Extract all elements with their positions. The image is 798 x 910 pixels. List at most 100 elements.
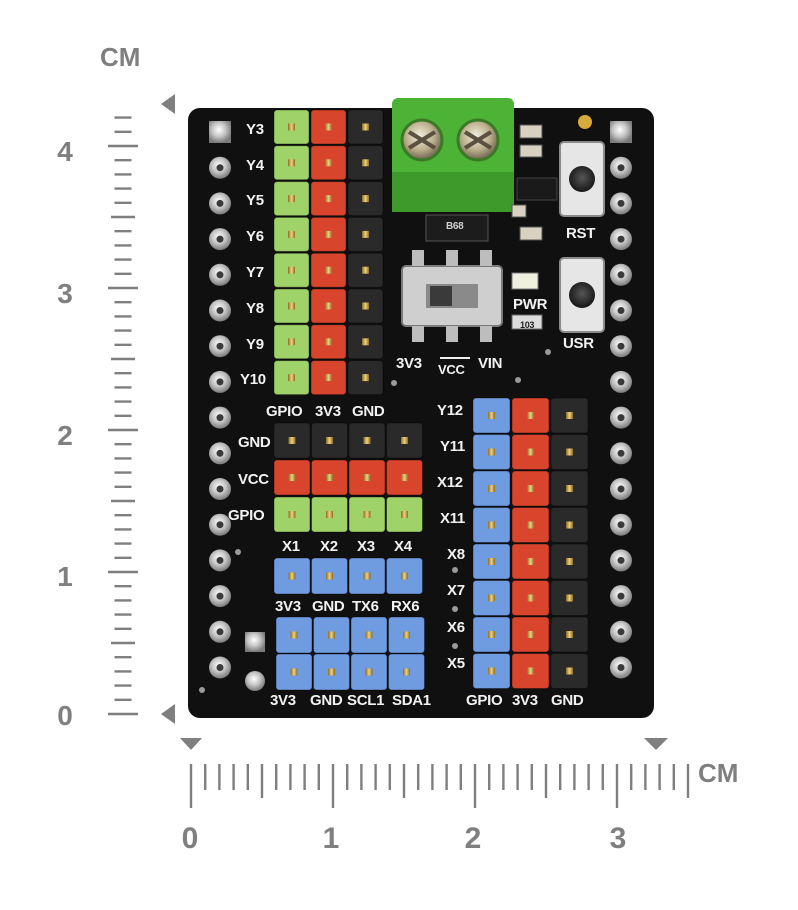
silk-label-x5: X5 <box>447 655 465 672</box>
via <box>545 349 551 355</box>
silk-label-x3: X3 <box>357 538 375 555</box>
via <box>452 643 458 649</box>
silk-label-y3: Y3 <box>246 121 264 138</box>
silk-label-usr: USR <box>563 335 594 352</box>
header-pin <box>527 667 534 675</box>
silk-label-uart-3v3: 3V3 <box>275 598 301 615</box>
smd-capacitor <box>519 144 543 158</box>
silk-label-y9: Y9 <box>246 336 264 353</box>
silk-label-x4: X4 <box>394 538 412 555</box>
header-pin <box>566 667 573 675</box>
silk-label-x7: X7 <box>447 582 465 599</box>
header-pin <box>290 631 298 639</box>
header-pin <box>288 572 296 580</box>
ruler-marker-arrow <box>161 704 175 724</box>
header-pin <box>365 631 373 639</box>
fiducial-mark <box>578 115 592 129</box>
header-pin <box>362 302 369 310</box>
button-cap <box>569 166 595 192</box>
pad-hole <box>216 592 224 600</box>
silk-label-right-col-gnd: GND <box>551 692 584 709</box>
header-pin <box>488 631 495 638</box>
header-pin <box>527 594 534 602</box>
silk-label-uart-rx6: RX6 <box>391 598 420 615</box>
header-pin <box>362 374 369 382</box>
silk-label-left-col-gpio: GPIO <box>266 403 303 420</box>
square-pad <box>245 632 265 652</box>
pad-hole <box>216 199 224 207</box>
header-pin <box>488 558 495 565</box>
vertical-ruler-number-4: 4 <box>57 136 73 167</box>
via <box>199 687 205 693</box>
pad-hole <box>216 307 224 314</box>
silk-label-left-col-gnd: GND <box>352 403 385 420</box>
pad-hole <box>216 664 224 671</box>
via <box>452 567 458 573</box>
smd-capacitor <box>519 124 543 139</box>
header-pin <box>325 159 332 167</box>
vertical-ruler-number-1: 1 <box>57 561 73 592</box>
switch-pin <box>480 326 492 342</box>
silk-label-row-vcc: VCC <box>238 471 269 488</box>
header-pin <box>325 266 332 274</box>
silk-label-x2: X2 <box>320 538 338 555</box>
horizontal-ruler-number-2: 2 <box>464 822 482 855</box>
header-pin <box>328 668 335 676</box>
silk-label-y6: Y6 <box>246 228 264 245</box>
silk-label-y11: Y11 <box>440 438 465 455</box>
header-pin <box>488 485 495 492</box>
vertical-ruler-number-0: 0 <box>57 700 73 731</box>
silk-label-right-col-gpio: GPIO <box>466 692 503 709</box>
silk-label-switch-vcc: VCC <box>438 362 465 377</box>
header-pin <box>325 302 332 310</box>
resistor-marking: 103 <box>520 320 535 330</box>
silk-label-x12: X12 <box>437 474 463 491</box>
horizontal-ruler-unit: CM <box>698 758 739 788</box>
horizontal-ruler-number-1: 1 <box>322 822 340 855</box>
header-pin <box>363 474 371 481</box>
switch-pin <box>480 250 492 266</box>
header-pin <box>527 631 534 638</box>
header-pin <box>488 667 495 675</box>
header-pin <box>401 437 408 444</box>
silk-label-i2c-gnd: GND <box>310 692 343 709</box>
header-pin <box>401 511 408 518</box>
smd-resistor <box>511 314 543 330</box>
vertical-ruler-number-3: 3 <box>57 278 73 309</box>
header-pin <box>566 412 573 419</box>
silk-label-y12: Y12 <box>437 402 463 419</box>
header-pin <box>566 485 573 492</box>
silk-label-rst: RST <box>566 225 596 242</box>
button-cap <box>569 282 595 308</box>
header-pin <box>325 123 332 131</box>
header-pin <box>363 572 371 580</box>
pad-hole <box>617 449 625 457</box>
header-pin <box>362 338 369 346</box>
pad-hole <box>617 485 625 493</box>
header-pin <box>566 448 573 456</box>
header-pin <box>288 123 295 131</box>
pad-hole <box>216 378 224 386</box>
header-pin <box>527 412 534 419</box>
pad-hole <box>216 628 224 636</box>
smd-capacitor <box>511 204 527 218</box>
pad-hole <box>617 521 625 529</box>
pad-hole <box>617 199 625 207</box>
pad-hole <box>216 164 224 172</box>
header-pin <box>488 412 495 419</box>
ruler-marker-arrow <box>161 94 175 114</box>
pad-hole <box>617 271 625 279</box>
silk-label-pwr: PWR <box>513 296 548 313</box>
silk-label-row-gpio: GPIO <box>228 507 265 524</box>
header-pin <box>288 437 296 444</box>
pad-hole <box>216 271 224 279</box>
header-pin <box>362 123 369 131</box>
header-pin <box>362 159 369 167</box>
pad-hole <box>617 235 625 243</box>
silk-label-x1: X1 <box>282 538 300 555</box>
silk-label-x6: X6 <box>447 619 465 636</box>
pad-hole <box>617 628 625 636</box>
screw-slot <box>407 130 437 150</box>
header-pin <box>288 159 295 167</box>
